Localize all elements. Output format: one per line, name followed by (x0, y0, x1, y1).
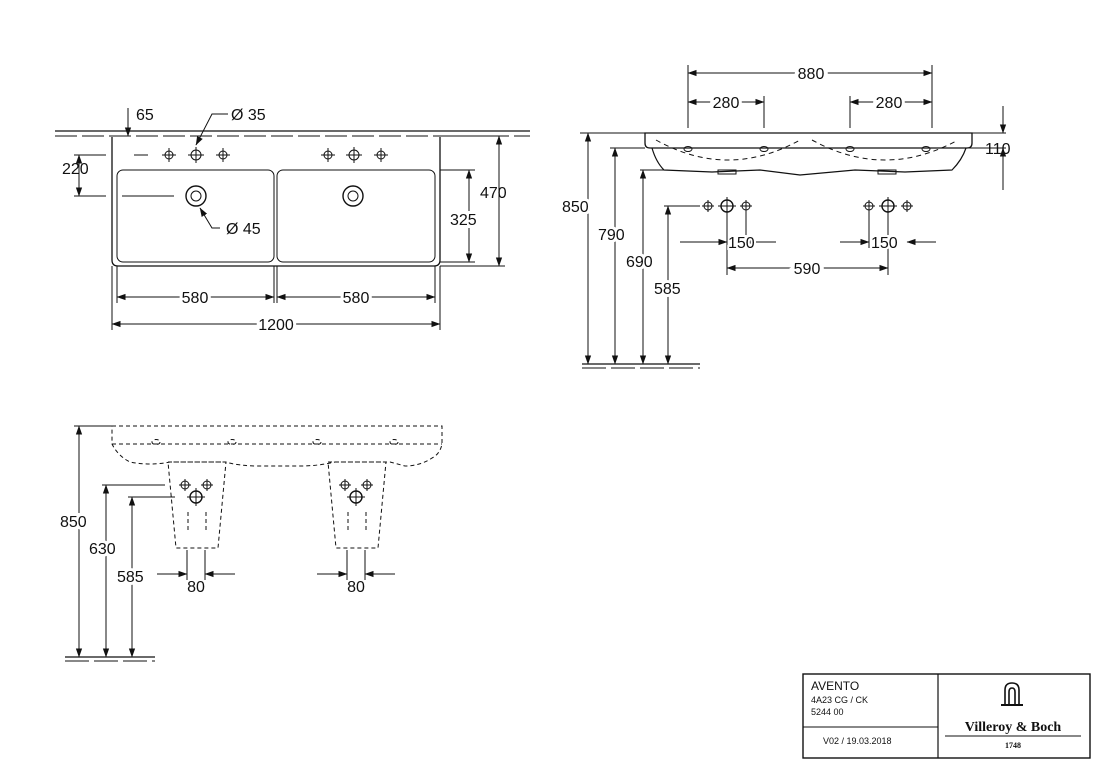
top-basin-right-label: 580 (343, 290, 370, 307)
front-view (111, 425, 443, 549)
side-bowl (651, 147, 967, 176)
side-height-585-label: 585 (654, 281, 681, 298)
front-pedestal-right (327, 461, 387, 549)
top-basin-left-label: 580 (182, 290, 209, 307)
top-basin-depth-label: 325 (450, 212, 477, 229)
side-view-labels: 880 280 280 110 850 790 690 585 150 150 … (559, 62, 1011, 301)
article-number: 5244 00 (811, 707, 844, 717)
front-view-solid (65, 425, 395, 662)
side-valve-left-label: 150 (728, 235, 755, 252)
brand-logo-icon (1001, 682, 1023, 706)
top-view (55, 108, 530, 330)
brand-name: Villeroy & Boch (965, 720, 1062, 735)
front-floor (65, 656, 155, 662)
side-siphon-spacing-label: 590 (794, 261, 821, 278)
front-height-585-label: 585 (117, 569, 144, 586)
side-width-label: 880 (798, 66, 825, 83)
product-name: AVENTO (811, 679, 859, 693)
front-pedestal-left (167, 461, 227, 549)
top-drain-diameter-label: Ø 45 (226, 221, 261, 238)
washbasin-outline (111, 137, 441, 267)
side-left-offset-label: 280 (713, 95, 740, 112)
front-valves (179, 479, 373, 506)
version-date: V02 / 19.03.2018 (823, 736, 892, 746)
front-height-630-label: 630 (89, 541, 116, 558)
right-basin (276, 169, 436, 263)
top-tap-diameter-label: Ø 35 (231, 107, 266, 124)
side-view (580, 65, 1007, 369)
product-code: 4A23 CG / CK (811, 695, 868, 705)
front-pedestal-left-label: 80 (187, 579, 205, 596)
tap-holes (134, 147, 388, 163)
title-block: AVENTO 4A23 CG / CK 5244 00 V02 / 19.03.… (802, 673, 1091, 759)
side-floor (582, 363, 700, 369)
side-valve-right-label: 150 (871, 235, 898, 252)
front-washbasin (111, 425, 443, 467)
side-rim (644, 132, 973, 149)
front-height-850-label: 850 (60, 514, 87, 531)
side-rim-height-label: 110 (985, 141, 1011, 158)
left-drain (185, 185, 207, 207)
top-tap-offset-label: 220 (62, 161, 89, 178)
right-drain (342, 185, 364, 207)
top-depth-label: 470 (480, 185, 507, 202)
brand-year: 1748 (1005, 741, 1021, 750)
top-back-offset-label: 65 (136, 107, 154, 124)
wall-hatch (55, 130, 530, 137)
top-view-labels: 1200 580 580 470 325 220 65 Ø 35 Ø 45 (62, 107, 507, 337)
side-right-offset-label: 280 (876, 95, 903, 112)
side-height-790-label: 790 (598, 227, 625, 244)
front-pedestal-right-label: 80 (347, 579, 365, 596)
front-view-labels: 850 630 585 80 80 (57, 511, 365, 596)
left-basin (116, 169, 275, 263)
side-height-850-label: 850 (562, 199, 589, 216)
top-width-label: 1200 (258, 317, 294, 334)
side-valves (702, 197, 913, 215)
side-height-690-label: 690 (626, 254, 653, 271)
